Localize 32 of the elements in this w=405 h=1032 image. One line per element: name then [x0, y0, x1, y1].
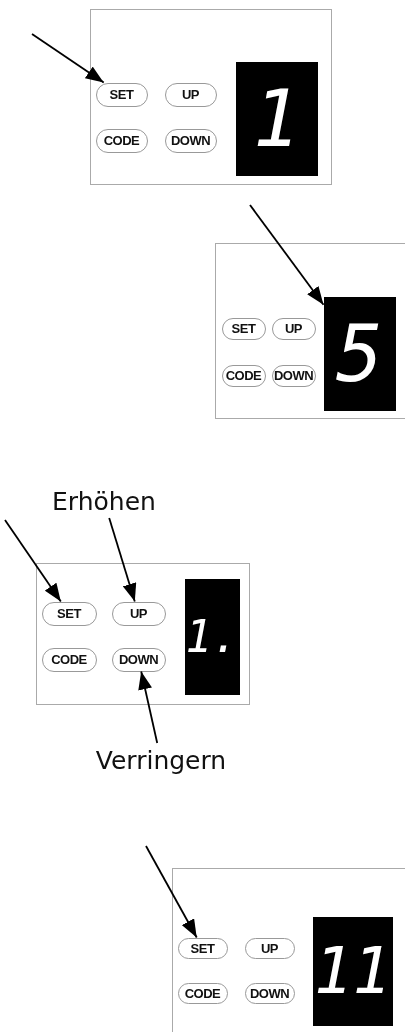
- panel-button: CODE: [221, 364, 266, 387]
- digit-display: 5: [323, 296, 396, 411]
- callout-text: Verringern: [88, 743, 234, 777]
- arrow: [145, 845, 198, 939]
- panel-button: CODE: [177, 982, 228, 1004]
- panel-button: UP: [164, 82, 217, 107]
- arrow: [31, 33, 105, 84]
- panel-button: UP: [244, 937, 295, 959]
- panel-button: SET: [221, 317, 266, 340]
- arrow: [249, 204, 325, 306]
- panel-button: CODE: [95, 128, 148, 153]
- panel-button: DOWN: [244, 982, 295, 1004]
- digit-display: 1.: [184, 578, 240, 695]
- control-panel: [36, 563, 250, 705]
- panel-button: UP: [111, 601, 166, 626]
- panel-button: DOWN: [271, 364, 316, 387]
- arrow: [108, 517, 137, 603]
- panel-button: SET: [95, 82, 148, 107]
- callout-text: Erhöhen: [48, 484, 160, 518]
- digit-display: 11: [312, 916, 393, 1026]
- panel-button: CODE: [41, 647, 97, 672]
- arrow: [138, 670, 159, 744]
- panel-button: DOWN: [111, 647, 166, 672]
- control-panel: [172, 868, 405, 1032]
- panel-button: SET: [177, 937, 228, 959]
- digit-display: 1: [235, 61, 318, 176]
- control-panel: [90, 9, 332, 185]
- panel-button: UP: [271, 317, 316, 340]
- arrow: [4, 519, 62, 603]
- control-panel: [215, 243, 405, 419]
- panel-button: SET: [41, 601, 97, 626]
- panel-button: DOWN: [164, 128, 217, 153]
